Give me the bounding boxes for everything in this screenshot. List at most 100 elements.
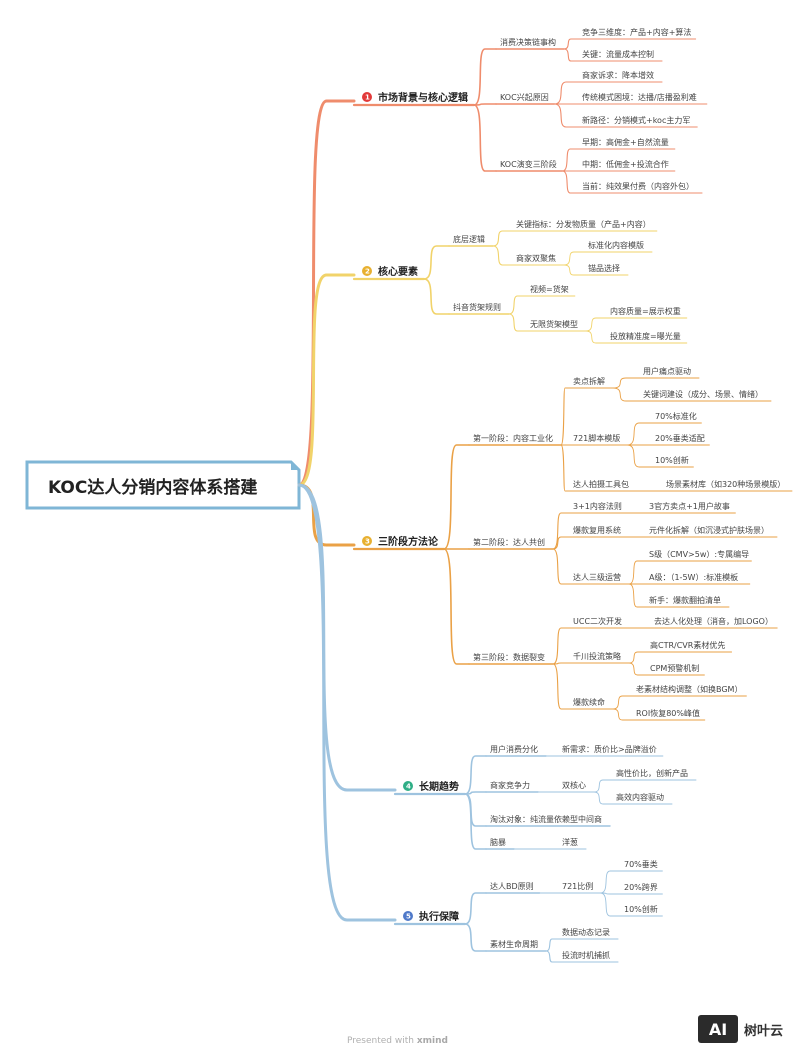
edge-subtopic-leaf — [626, 422, 652, 446]
edge-subtopic-leaf — [612, 377, 640, 389]
watermark-logo: AI — [698, 1015, 738, 1043]
leaf-label: 新手：爆款翻拍清单 — [649, 595, 721, 605]
branch-label[interactable]: 执行保障 — [419, 910, 459, 923]
edge-subtopic-leaf — [599, 870, 621, 894]
subtopic-label: 商家双聚焦 — [516, 253, 556, 263]
subtopic-label: 洋葱 — [562, 837, 578, 847]
branch-number: 3 — [365, 538, 370, 546]
branch-number: 5 — [406, 913, 411, 921]
edge-root-branch-1 — [297, 99, 356, 487]
edge-branch-child — [443, 548, 470, 665]
edge-topic-subtopic — [553, 103, 579, 128]
footer: Presented with xmind — [347, 1036, 448, 1046]
edge-topic-subtopic — [492, 230, 513, 247]
subtopic-label: 竞争三维度：产品+内容+算法 — [582, 27, 691, 37]
subtopic-label: 关键指标：分发物质量（产品+内容） — [516, 219, 651, 229]
topic-label: 第一阶段：内容工业化 — [473, 433, 553, 443]
subtopic-label: 关键：流量成本控制 — [582, 49, 654, 59]
topic-label: 素材生命周期 — [490, 939, 538, 949]
edge-topic-subtopic — [552, 548, 570, 585]
branch-label[interactable]: 三阶段方法论 — [378, 535, 439, 548]
edge-branch-child — [464, 793, 487, 827]
leaf-label: 标准化内容模版 — [588, 240, 644, 250]
branch-number: 4 — [406, 783, 411, 791]
watermark-text: 树叶云 — [744, 1023, 784, 1039]
edge-branch-child — [464, 793, 487, 850]
subtopic-label: 新需求：质价比>品牌溢价 — [562, 744, 657, 754]
edge-topic-subtopic — [545, 938, 559, 952]
leaf-label: 锚品选择 — [588, 263, 620, 273]
edge-topic-subtopic — [552, 663, 570, 710]
root-node[interactable] — [25, 460, 301, 510]
edge-topic-subtopic — [552, 536, 570, 550]
leaf-label: 内容质量=展示权重 — [610, 306, 681, 316]
edge-branch-child — [443, 444, 470, 550]
edge-subtopic-leaf — [628, 560, 646, 585]
edge-subtopic-leaf — [563, 264, 585, 276]
branch-number-badge — [362, 92, 372, 102]
edge-subtopic-leaf — [612, 708, 633, 721]
subtopic-label: 商家诉求：降本增效 — [582, 70, 654, 80]
topic-label: KOC兴起原因 — [500, 93, 549, 102]
topic-label: 底层逻辑 — [453, 234, 485, 244]
branch-label[interactable]: 核心要素 — [378, 265, 418, 278]
edge-subtopic-leaf — [563, 251, 585, 266]
leaf-label: 10%创新 — [655, 455, 689, 465]
subtopic-label: 721比例 — [562, 881, 593, 891]
edge-root-branch-5 — [297, 483, 397, 922]
leaf-label: 高CTR/CVR素材优先 — [650, 640, 725, 650]
edge-topic-subtopic — [552, 512, 570, 550]
watermark: AI 树叶云 — [698, 1014, 783, 1044]
edge-subtopic-leaf — [585, 317, 607, 332]
subtopic-label: 投流时机捕抓 — [562, 950, 610, 960]
edge-subtopic-leaf — [612, 387, 640, 402]
leaf-label: S级（CMV>5w）:专属编导 — [649, 549, 749, 559]
leaf-label: A级：（1-5W）:标准模板 — [649, 572, 738, 582]
edge-root-branch-3 — [297, 483, 356, 547]
subtopic-label: 无限货架模型 — [530, 319, 578, 329]
leaf-label: 高效内容驱动 — [616, 792, 664, 802]
topic-label: 淘汰对象：纯流量依赖型中间商 — [490, 814, 602, 824]
subtopic-label: 达人三级运营 — [573, 572, 621, 582]
topic-label: 抖音货架规则 — [453, 302, 501, 312]
subtopic-label: 新路径：分销模式+koc主力军 — [582, 115, 690, 125]
edge-topic-subtopic — [508, 313, 527, 332]
edge-topic-subtopic — [563, 48, 579, 62]
leaf-label: 关键词建设（成分、场景、情绪） — [643, 389, 763, 399]
edge-branch-child — [473, 104, 497, 172]
subtopic-label: 达人拍摄工具包 — [573, 479, 629, 489]
edge-subtopic-leaf — [599, 892, 621, 917]
branch-number-badge — [403, 911, 413, 921]
topic-label: 达人BD原则 — [490, 881, 534, 891]
subtopic-label: 传统模式困境：达播/店播盈利难 — [582, 92, 697, 102]
topic-label: KOC演变三阶段 — [500, 159, 557, 169]
subtopic-label: 爆款续命 — [573, 697, 605, 707]
leaf-label: 用户痛点驱动 — [643, 366, 691, 376]
edge-topic-subtopic — [561, 170, 579, 194]
leaf-label: 3官方卖点+1用户故事 — [649, 501, 730, 511]
edge-subtopic-leaf — [626, 444, 652, 468]
leaf-label: 70%标准化 — [655, 411, 697, 421]
edge-subtopic-leaf — [612, 695, 633, 710]
edge-branch-child — [464, 923, 487, 952]
leaf-label: 元件化拆解（如沉浸式护肤场景） — [649, 525, 769, 535]
footer-prefix: Presented with — [347, 1036, 414, 1046]
branch-number-badge — [403, 781, 413, 791]
edge-branch-child — [464, 755, 487, 795]
root-title: KOC达人分销内容体系搭建 — [48, 477, 257, 498]
branch-label[interactable]: 长期趋势 — [419, 780, 459, 793]
subtopic-label: 早期：高佣金+自然流量 — [582, 137, 669, 147]
leaf-label: 高性价比，创新产品 — [616, 768, 688, 778]
edge-subtopic-leaf — [585, 330, 607, 344]
branch-label[interactable]: 市场背景与核心逻辑 — [378, 91, 468, 104]
leaf-label: ROI恢复80%峰值 — [636, 708, 700, 718]
subtopic-label: 视频=货架 — [530, 284, 569, 294]
branch-number: 2 — [365, 268, 370, 276]
leaf-label: 去达人化处理（消音，加LOGO） — [654, 616, 773, 626]
subtopic-label: 721脚本模版 — [573, 433, 620, 443]
topic-label: 消费决策链事构 — [500, 37, 556, 47]
leaf-label: 70%垂类 — [624, 859, 658, 869]
edge-topic-subtopic — [563, 38, 579, 50]
subtopic-label: 3+1内容法则 — [573, 501, 622, 511]
